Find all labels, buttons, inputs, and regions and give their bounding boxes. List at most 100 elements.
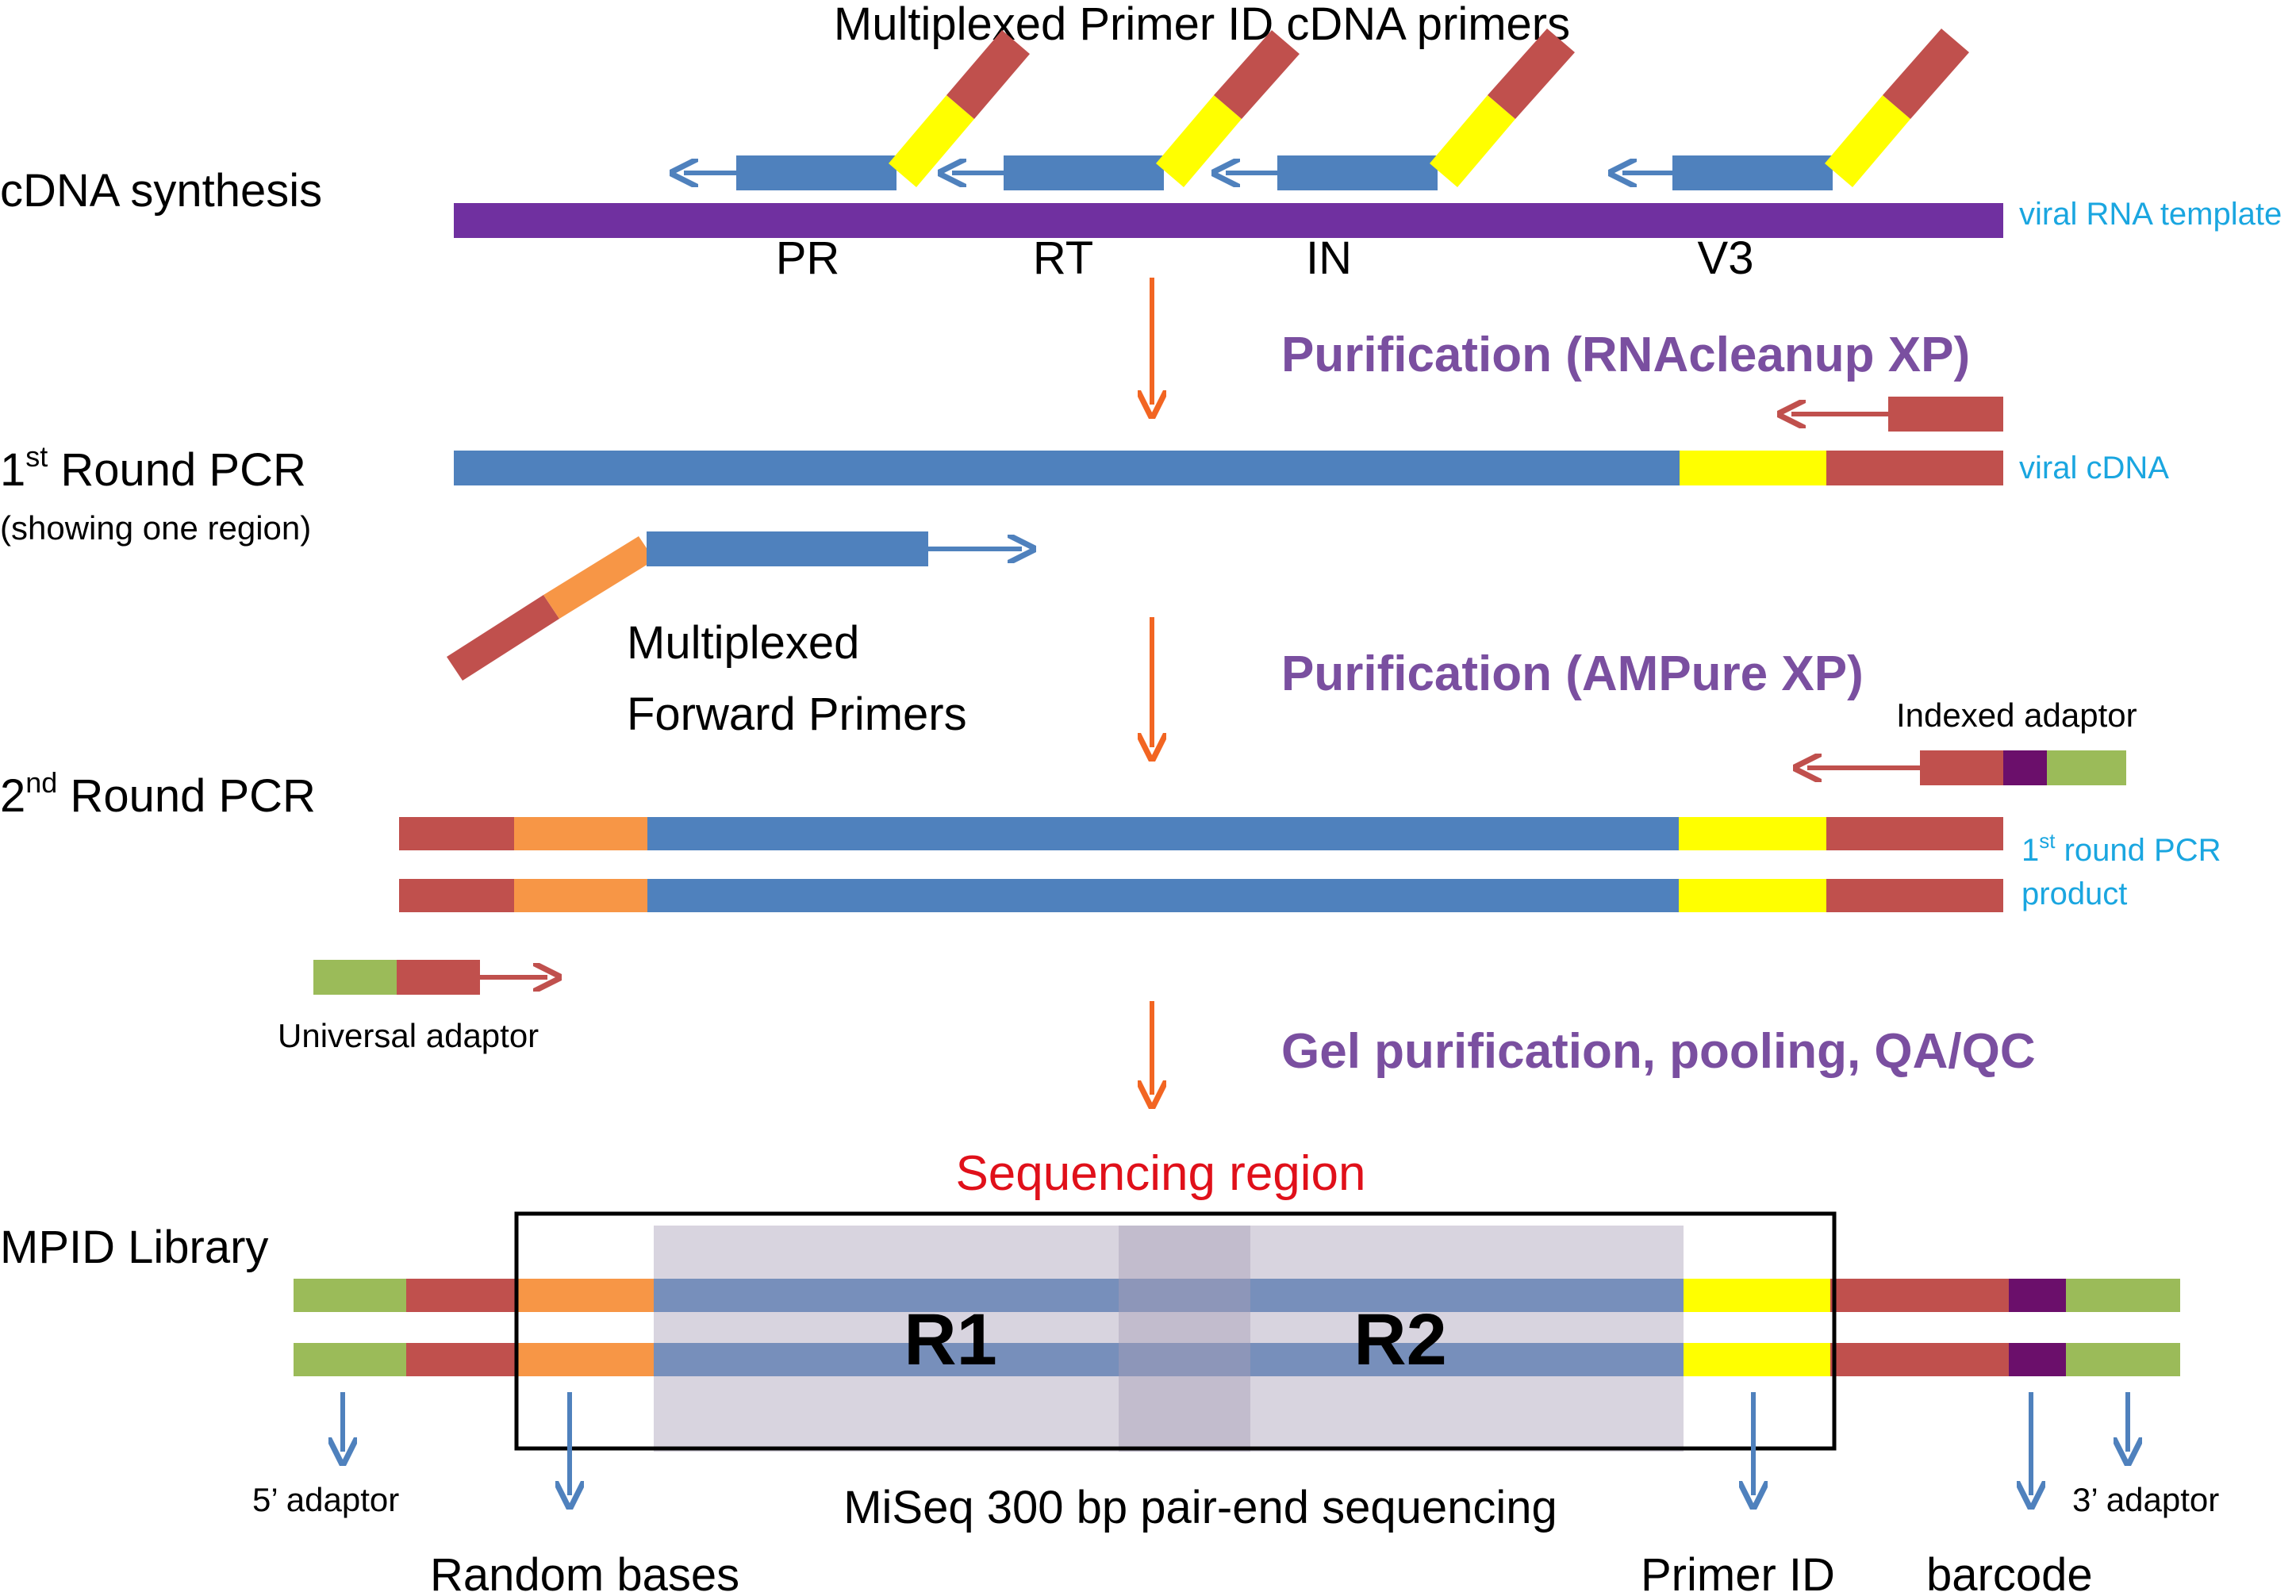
indexed-adaptor-barcode (2003, 750, 2047, 785)
forward-primers-line2: Forward Primers (627, 689, 967, 740)
sequencing-region-box (514, 1211, 1837, 1451)
viral-rna-template-label: viral RNA template (2019, 197, 2282, 232)
adaptor-3-label: 3’ adaptor (2072, 1481, 2219, 1518)
primer-id-label: Primer ID (1641, 1549, 1835, 1596)
purification-step-2: Purification (AMPure XP) (1281, 646, 1864, 701)
viral-rna-template-bar (454, 203, 2003, 238)
primer-in-red-segment (1488, 29, 1575, 119)
strand-b-red-left (399, 879, 514, 912)
lib-a-green-left (294, 1279, 406, 1312)
product-prefix: 1 (2021, 833, 2039, 868)
cdna-primer-rt (952, 30, 1300, 190)
lib-a-red-right (1830, 1279, 2009, 1312)
lib-b-green-right (2066, 1343, 2180, 1376)
universal-adaptor-label: Universal adaptor (278, 1017, 539, 1054)
strand-a-red-left (399, 817, 514, 850)
round1-note: (showing one region) (0, 509, 311, 547)
lib-a-yellow (1684, 1279, 1830, 1312)
adaptor-5-label: 5’ adaptor (252, 1481, 399, 1518)
lib-a-green-right (2066, 1279, 2180, 1312)
round2-sup: nd (25, 766, 57, 799)
primer-v3-yellow-segment (1825, 95, 1910, 187)
round1-forward-primer (447, 531, 1022, 681)
strand-a-red-right (1826, 817, 2003, 850)
lib-b-green-left (294, 1343, 406, 1376)
forward-primers-line1: Multiplexed (627, 617, 859, 669)
primer-in-yellow-segment (1430, 95, 1515, 187)
round1-reverse-primer (1888, 397, 2003, 432)
purification-step-1: Purification (RNAcleanup XP) (1281, 328, 1970, 382)
region-label-v3: V3 (1698, 232, 1754, 284)
forward-primer-red-segment (447, 595, 559, 681)
region-label-rt: RT (1033, 232, 1093, 284)
viral-cdna-yellow (1680, 451, 1826, 485)
strand-b-red-right (1826, 879, 2003, 912)
read-r1-label: R1 (904, 1299, 997, 1380)
step-round1-pcr: 1st Round PCR (0, 440, 306, 496)
read-r2-overlay (1119, 1226, 1684, 1452)
strand-b-orange (514, 879, 647, 912)
cdna-primer-in (1226, 29, 1575, 190)
round1-prefix: 1 (0, 444, 25, 496)
region-label-in: IN (1306, 232, 1352, 284)
lib-b-barcode (2009, 1343, 2066, 1376)
primer-v3-red-segment (1883, 29, 1969, 119)
primer-rt-blue-segment (1004, 155, 1164, 190)
lib-a-red-left (406, 1279, 517, 1312)
lib-b-red-right (1830, 1343, 2009, 1376)
lib-a-blue (654, 1279, 1684, 1312)
purification-step-3: Gel purification, pooling, QA/QC (1281, 1024, 2036, 1079)
lib-b-blue (654, 1343, 1684, 1376)
primer-in-blue-segment (1277, 155, 1438, 190)
lib-a-orange (517, 1279, 654, 1312)
indexed-adaptor-green (2047, 750, 2126, 785)
cdna-primer-pr (684, 30, 1030, 190)
library-strand-b (294, 1343, 2180, 1376)
indexed-adaptor-red (1920, 750, 2003, 785)
forward-primer-blue-segment (647, 531, 928, 566)
round1-product-label-line2: product (2021, 877, 2127, 911)
primer-rt-yellow-segment (1156, 95, 1242, 187)
forward-primer-orange-segment (543, 536, 655, 619)
diagram-title: Multiplexed Primer ID cDNA primers (834, 0, 1570, 50)
lib-a-barcode (2009, 1279, 2066, 1312)
sequencing-region-label: Sequencing region (955, 1146, 1365, 1201)
strand-a-blue (647, 817, 1679, 850)
step-cdna-synthesis: cDNA synthesis (0, 165, 322, 217)
round2-rest: Round PCR (57, 770, 316, 822)
round1-product-strand-b (399, 879, 2003, 912)
primer-rt-red-segment (1214, 30, 1300, 119)
viral-cdna-red (1826, 451, 2003, 485)
product-rest: round PCR (2055, 833, 2221, 868)
lib-b-yellow (1684, 1343, 1830, 1376)
primer-pr-blue-segment (736, 155, 897, 190)
viral-cdna-label: viral cDNA (2019, 451, 2169, 485)
strand-b-blue (647, 879, 1679, 912)
read-r2-label: R2 (1353, 1299, 1447, 1380)
library-strand-a (294, 1279, 2180, 1312)
indexed-adaptor-label: Indexed adaptor (1896, 696, 2137, 734)
barcode-label: barcode (1926, 1549, 2093, 1596)
lib-b-red-left (406, 1343, 517, 1376)
cdna-primer-v3 (1622, 29, 1969, 190)
strand-b-yellow (1679, 879, 1826, 912)
round2-prefix: 2 (0, 770, 25, 822)
random-bases-label: Random bases (430, 1549, 739, 1596)
round1-sup: st (25, 440, 48, 473)
strand-a-yellow (1679, 817, 1826, 850)
miseq-label: MiSeq 300 bp pair-end sequencing (843, 1482, 1557, 1533)
read-r1-overlay (654, 1226, 1250, 1452)
strand-a-orange (514, 817, 647, 850)
primer-pr-yellow-segment (889, 95, 974, 187)
step-mpid-library: MPID Library (0, 1222, 268, 1273)
universal-adaptor-red (397, 960, 480, 995)
round1-product-strand-a (399, 817, 2003, 850)
round1-product-label-line1: 1st round PCR (2021, 829, 2221, 868)
region-label-pr: PR (776, 232, 840, 284)
primer-pr-red-segment (946, 30, 1030, 119)
primer-v3-blue-segment (1672, 155, 1833, 190)
viral-cdna-blue (454, 451, 1680, 485)
round1-rest: Round PCR (48, 444, 306, 496)
product-sup: st (2039, 829, 2056, 853)
